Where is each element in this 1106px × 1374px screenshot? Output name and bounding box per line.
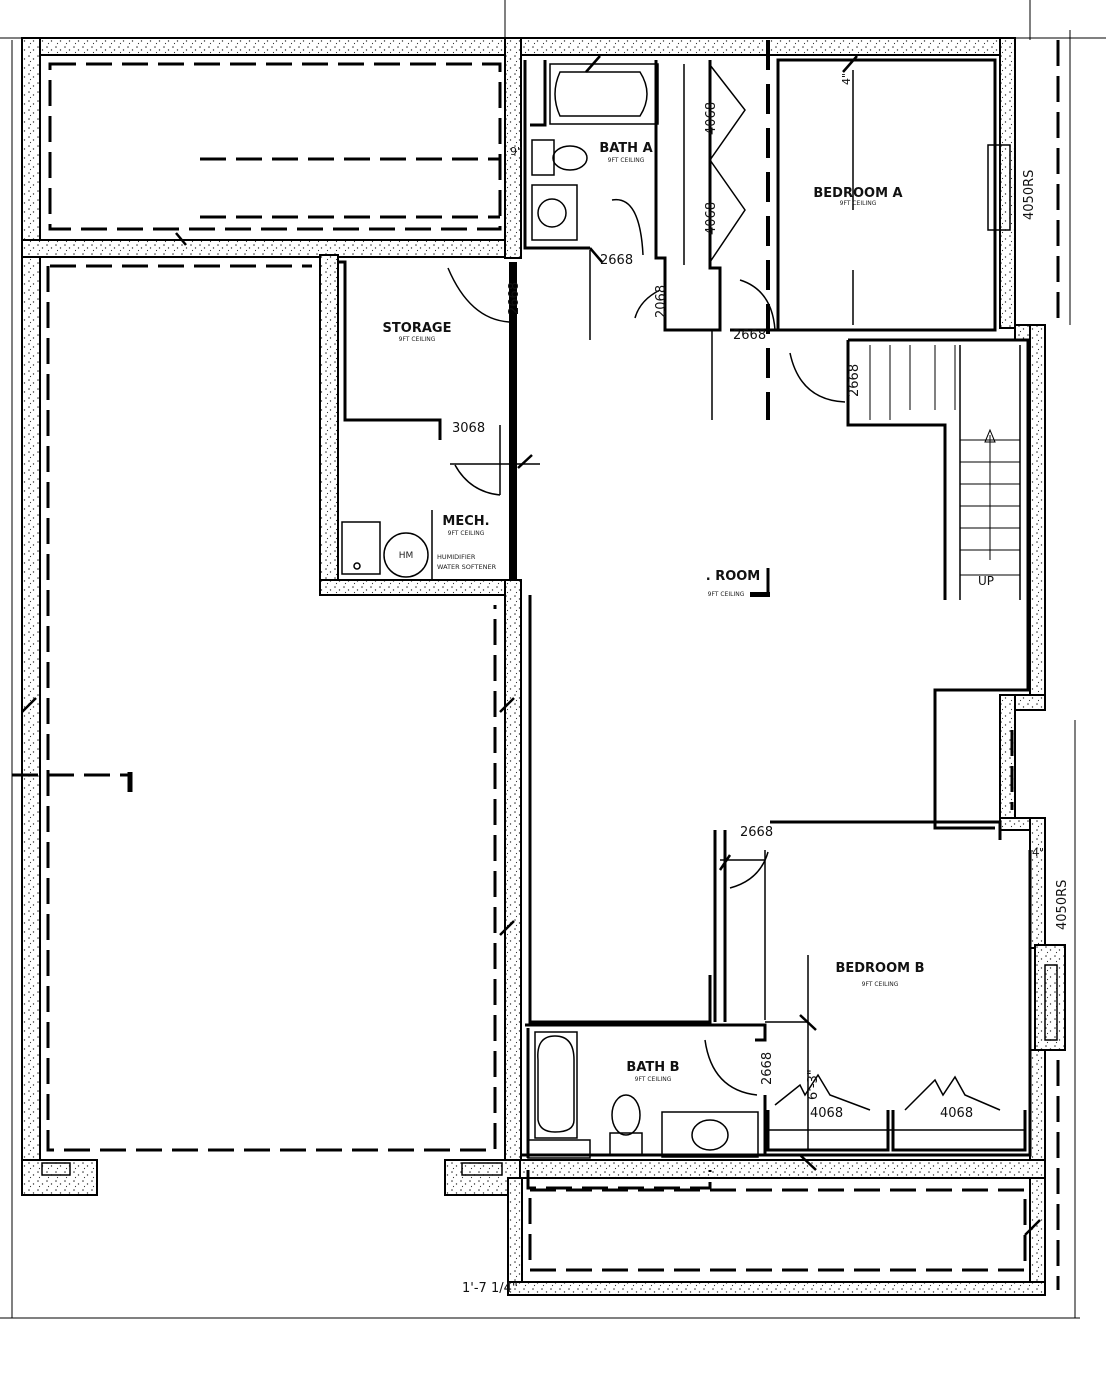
door-labels: 2668 2668 4068 4068 2068 2668 2668 3068 … (452, 73, 1070, 1296)
window-label: 4050RS (1055, 880, 1070, 930)
room-bedroom-b: BEDROOM B (835, 961, 924, 976)
ceiling-note: 9FT CEILING (862, 981, 899, 988)
room-bath-b: BATH B (626, 1060, 679, 1075)
footing-lines (12, 40, 1060, 1290)
ceiling-note: 9FT CEILING (399, 336, 436, 343)
dimension-label: 4" (840, 73, 853, 85)
door-label: 2668 (600, 253, 633, 268)
ceiling-note: 9FT CEILING (608, 157, 645, 164)
door-label: 2668 (740, 825, 773, 840)
room-storage: STORAGE (383, 321, 452, 336)
stair-treads (869, 345, 1020, 576)
interior-walls (41, 58, 1058, 1176)
window-label: 4050RS (1022, 170, 1037, 220)
door-label: 2668 (733, 328, 766, 343)
room-labels: BATH A 9FT CEILING BEDROOM A 9FT CEILING… (383, 141, 925, 1083)
stairs-up-label: UP (978, 574, 994, 588)
room-rec-room: . ROOM (706, 569, 761, 584)
door-label: 2068 (654, 285, 669, 318)
ceiling-note: 9FT CEILING (708, 591, 745, 598)
ceiling-note: 9FT CEILING (635, 1076, 672, 1083)
mech-note: WATER SOFTENER (437, 563, 497, 571)
ceiling-note: 9FT CEILING (840, 200, 877, 207)
door-label: 4068 (704, 102, 719, 135)
dimension-label: 6'-3" (806, 1069, 821, 1100)
stair-arrow-icon (984, 428, 996, 443)
door-label: 2668 (507, 282, 522, 315)
room-bedroom-a: BEDROOM A (813, 186, 902, 201)
hm-label: HM (399, 551, 414, 561)
foundation-walls (21, 37, 1066, 1296)
room-mech: MECH. (442, 514, 489, 529)
dimension-label: 9" (510, 145, 522, 158)
dimension-ticks (21, 55, 1041, 1236)
water-heater-icon (383, 532, 429, 578)
door-label: 2668 (760, 1052, 775, 1085)
door-label: 4068 (940, 1106, 973, 1121)
door-label: 3068 (452, 421, 485, 436)
dimension-label: 4" (1032, 846, 1044, 859)
door-label: 4068 (810, 1106, 843, 1121)
ceiling-note: 9FT CEILING (448, 530, 485, 537)
door-label: 4068 (704, 202, 719, 235)
room-bath-a: BATH A (599, 141, 652, 156)
dimension-label: 1'-7 1/4" (462, 1281, 518, 1296)
mech-note: HUMIDIFIER (437, 553, 476, 561)
door-label: 2668 (847, 364, 862, 397)
